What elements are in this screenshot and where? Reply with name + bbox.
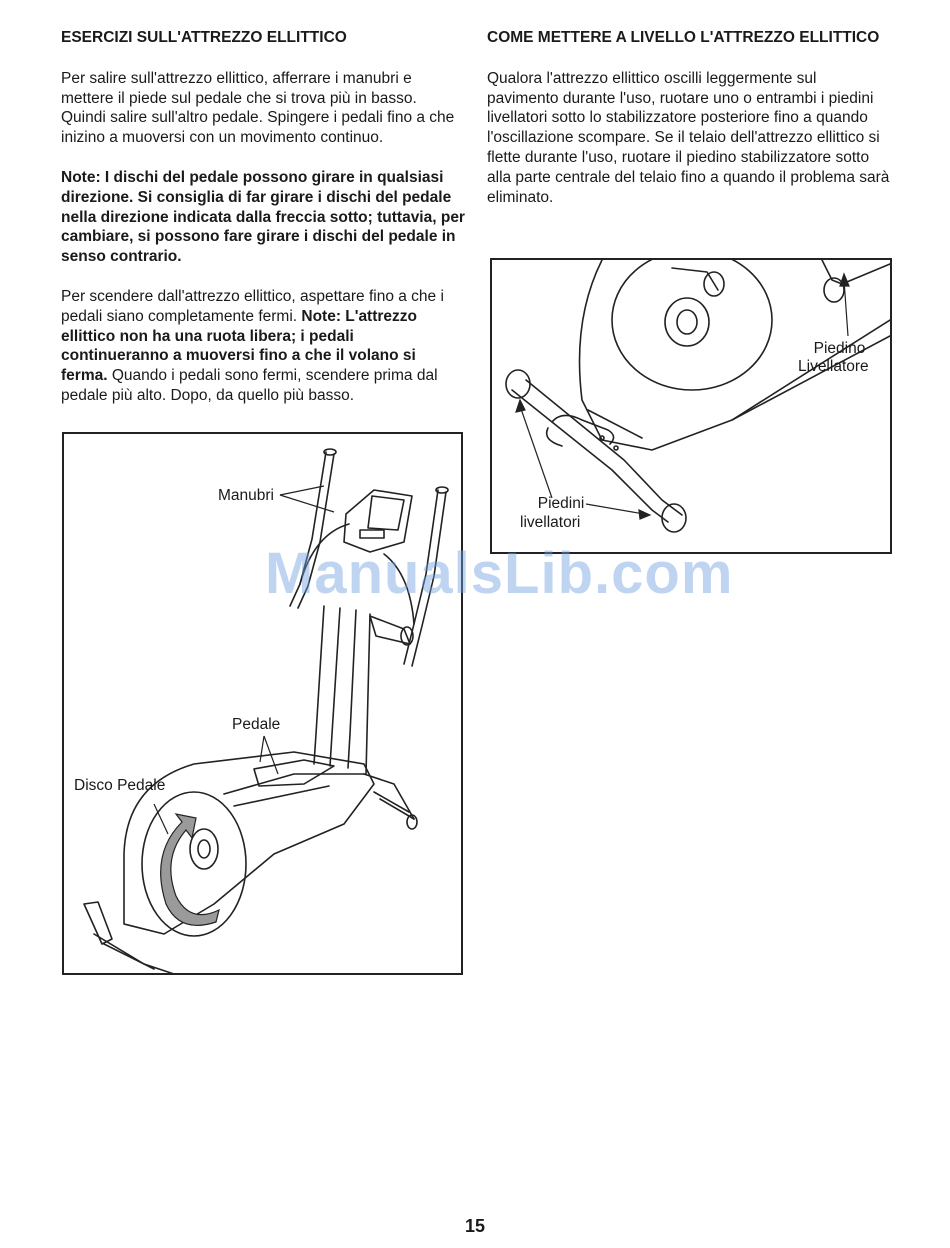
leveling-feet-illustration [505, 260, 890, 533]
dismount-note: Note: L'attrezzo ellittico non ha una ru… [61, 307, 418, 385]
label-livellatori: livellatori [520, 514, 581, 531]
label-piedini: Piedini [537, 495, 585, 512]
elliptical-illustration [83, 448, 449, 973]
paragraph-dismount: Per scendere dall'attrezzo ellittico, as… [61, 287, 465, 406]
section-heading-leveling: COME METTERE A LIVELLO L'ATTREZZO ELLITT… [487, 29, 880, 46]
label-pedale: Pedale [232, 716, 281, 733]
figure-elliptical: Manubri Pedale Disco Pedale [62, 432, 463, 975]
section-heading-exercises: ESERCIZI SULL'ATTREZZO ELLITTICO [61, 29, 347, 46]
label-livellatore: Livellatore [798, 358, 869, 375]
paragraph-mount: Per salire sull'attrezzo ellittico, affe… [61, 69, 455, 147]
label-manubri: Manubri [218, 487, 274, 504]
page-number: 15 [464, 1216, 486, 1236]
figure-leveling-feet: Piedino Livellatore Piedini livellatori [490, 258, 892, 554]
label-piedino: Piedino [813, 340, 866, 357]
watermark: ManualsLib.com [265, 541, 734, 606]
note-pedal-discs: Note: I dischi del pedale possono girare… [61, 168, 465, 266]
dismount-text-start: Per scendere dall'attrezzo ellittico, as… [61, 287, 444, 325]
dismount-text-end: Quando i pedali sono fermi, scendere pri… [61, 367, 438, 404]
right-column: COME METTERE A LIVELLO L'ATTREZZO ELLITT… [487, 28, 891, 227]
rotation-arrow-icon [160, 813, 220, 926]
left-column: ESERCIZI SULL'ATTREZZO ELLITTICO Per sal… [61, 28, 465, 426]
paragraph-leveling: Qualora l'attrezzo ellittico oscilli leg… [487, 69, 890, 206]
label-disco-pedale: Disco Pedale [74, 777, 166, 794]
